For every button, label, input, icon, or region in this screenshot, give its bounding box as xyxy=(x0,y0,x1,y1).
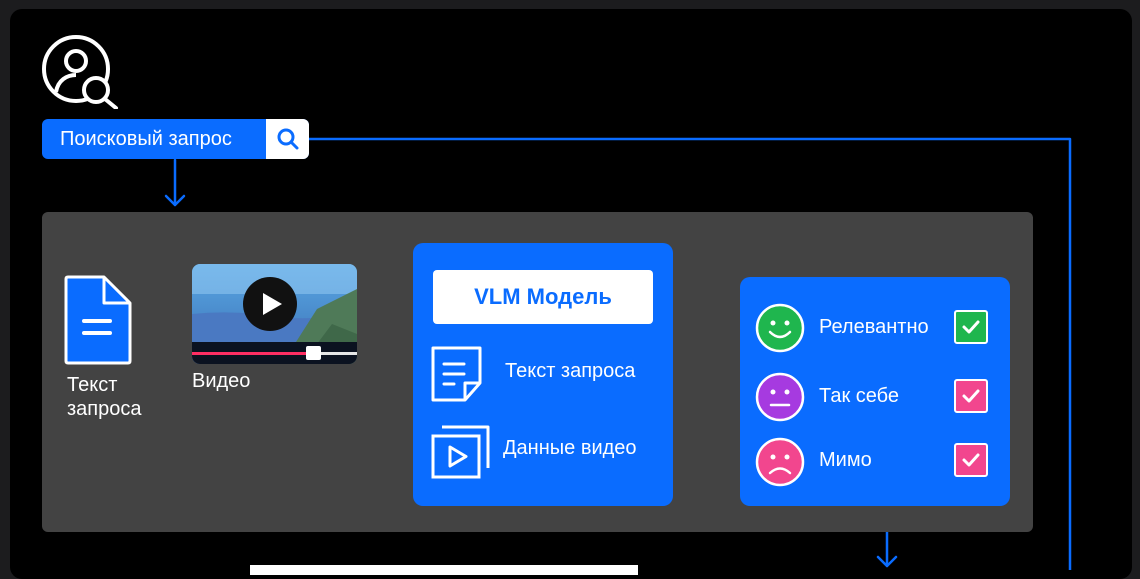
search-query-label: Поисковый запрос xyxy=(60,128,232,150)
check-icon xyxy=(962,320,980,334)
document-label: Текст запроса xyxy=(67,374,142,420)
check-icon xyxy=(962,389,980,403)
neutral-face-icon xyxy=(755,372,805,422)
checkbox-relevant[interactable] xyxy=(954,310,988,344)
search-button[interactable] xyxy=(266,119,309,159)
checkbox-soso[interactable] xyxy=(954,379,988,413)
model-item-query-text: Текст запроса xyxy=(505,360,636,382)
video-play-icon xyxy=(431,425,490,479)
user-search-icon xyxy=(42,35,118,109)
checkbox-miss[interactable] xyxy=(954,443,988,477)
result-label-relevant: Релевантно xyxy=(819,316,929,338)
result-label-soso: Так себе xyxy=(819,385,899,407)
document-text-icon xyxy=(431,346,482,402)
video-thumbnail[interactable] xyxy=(192,264,357,364)
next-stage-box xyxy=(250,565,638,575)
search-bar[interactable] xyxy=(42,119,309,159)
check-icon xyxy=(962,453,980,467)
smile-face-icon xyxy=(755,303,805,353)
model-item-video-data: Данные видео xyxy=(503,437,637,459)
video-label: Видео xyxy=(192,370,251,392)
result-label-miss: Мимо xyxy=(819,449,872,471)
vlm-model-title: VLM Модель xyxy=(474,284,612,309)
document-icon xyxy=(64,275,132,365)
sad-face-icon xyxy=(755,437,805,487)
search-icon xyxy=(277,128,298,150)
vlm-model-title-box: VLM Модель xyxy=(433,270,653,324)
